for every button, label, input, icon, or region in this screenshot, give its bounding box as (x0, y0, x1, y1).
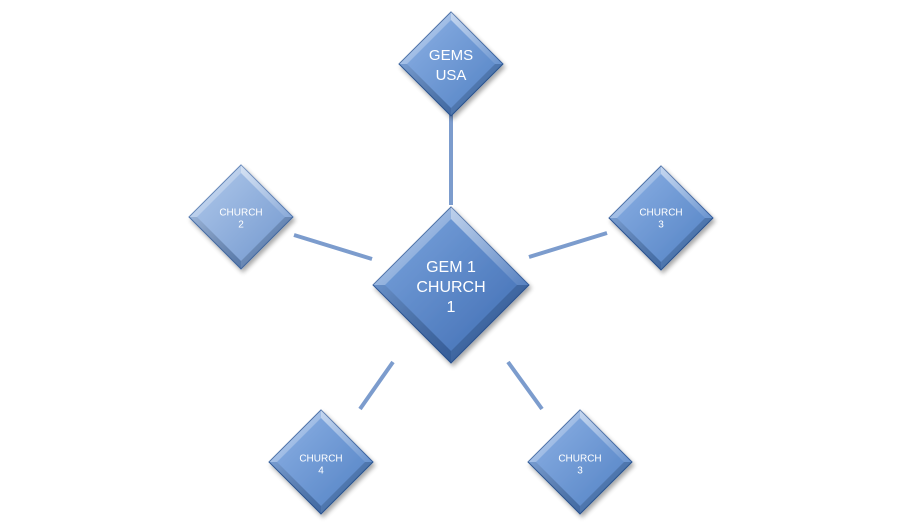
top-label-line1: GEMS (429, 47, 473, 64)
right-label-line1: CHURCH (639, 208, 682, 219)
node-left[interactable]: CHURCH 2 (188, 164, 294, 270)
bottom-right-label-line1: CHURCH (558, 454, 601, 465)
bottom-right-label-line2: 3 (577, 466, 583, 477)
node-top[interactable]: GEMS USA (398, 11, 504, 117)
bottom-left-label-line2: 4 (318, 466, 324, 477)
connector-left (293, 233, 373, 261)
connector-bottom-left (358, 360, 395, 411)
left-label-line2: 2 (238, 220, 244, 231)
node-center[interactable]: GEM 1 CHURCH 1 (372, 206, 530, 364)
right-label-line2: 3 (658, 220, 664, 231)
connectors (293, 115, 608, 411)
node-bottom-left[interactable]: CHURCH 4 (268, 409, 374, 515)
left-label-line1: CHURCH (219, 208, 262, 219)
top-label-line2: USA (436, 67, 467, 84)
node-right[interactable]: CHURCH 3 (608, 165, 714, 271)
node-bottom-right[interactable]: CHURCH 3 (527, 409, 633, 515)
center-label-line1: GEM 1 (426, 259, 476, 276)
bottom-left-label-line1: CHURCH (299, 454, 342, 465)
center-label-line3: 1 (447, 299, 456, 316)
connector-bottom-right (506, 360, 544, 411)
connector-right (528, 231, 608, 259)
center-label-line2: CHURCH (416, 279, 485, 296)
